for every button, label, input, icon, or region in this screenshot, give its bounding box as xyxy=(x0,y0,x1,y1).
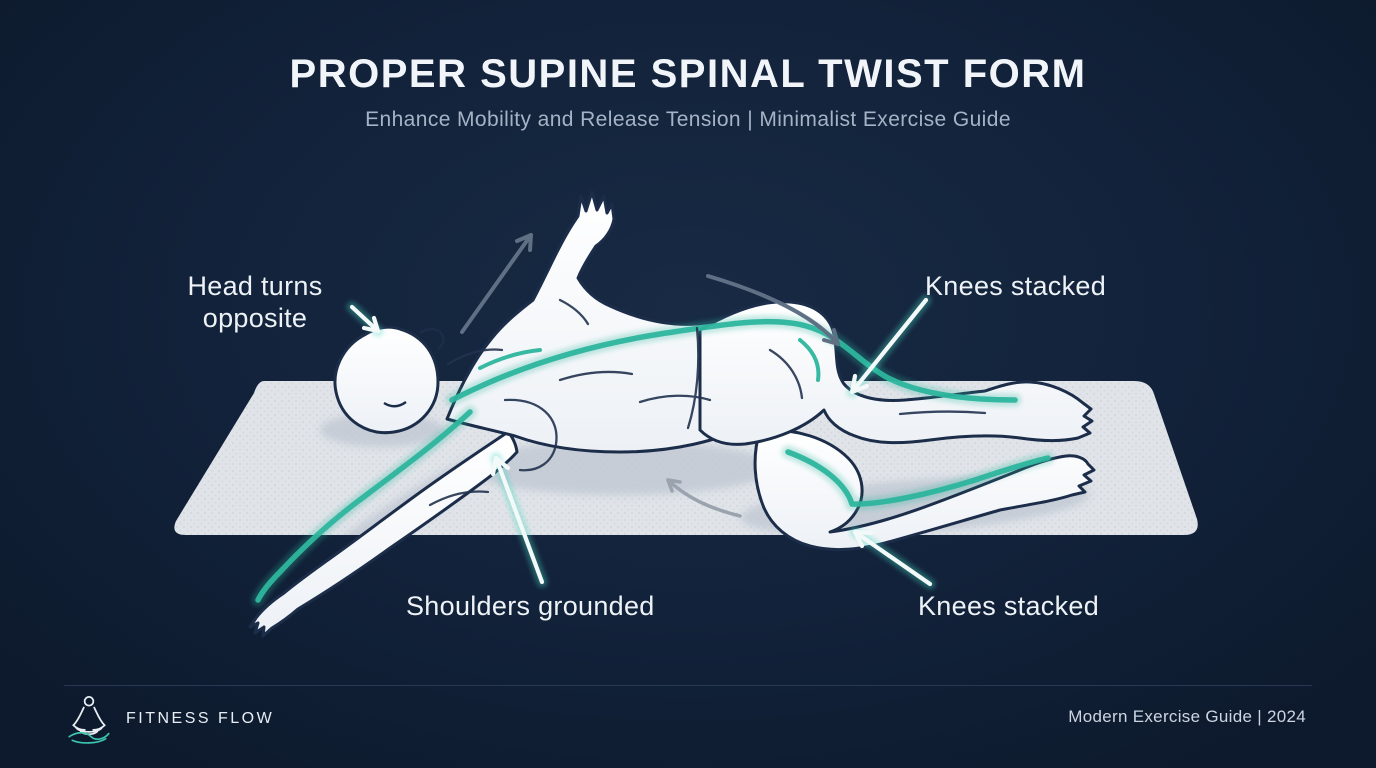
meditation-pose-icon xyxy=(68,696,110,744)
teal-accent-lines xyxy=(255,318,1051,603)
annotation-shoulders-grounded: Shoulders grounded xyxy=(406,591,655,621)
annotation-knees-stacked-top: Knees stacked xyxy=(925,271,1107,301)
figure-head xyxy=(333,325,445,435)
footer-divider xyxy=(64,685,1312,686)
gray-rotation-arrow-icon xyxy=(460,233,840,518)
teal-glow-arrow-icon xyxy=(349,297,933,587)
footer-credit: Modern Exercise Guide | 2024 xyxy=(1068,707,1306,726)
page-subtitle: Enhance Mobility and Release Tension | M… xyxy=(365,108,1011,131)
footer-brand-group: FITNESS FLOW xyxy=(66,694,274,744)
extended-arm xyxy=(248,430,519,638)
header: PROPER SUPINE SPINAL TWIST FORM Enhance … xyxy=(0,52,1376,132)
annotation-head-line1: Head turns xyxy=(187,271,323,301)
brand-name: FITNESS FLOW xyxy=(126,710,275,727)
annotation-head-line2: opposite xyxy=(202,302,308,333)
annotation-knees-stacked-bottom: Knees stacked xyxy=(918,591,1100,621)
annotation-head-turns: Head turns opposite xyxy=(170,271,340,335)
anatomy-detail-lines xyxy=(428,298,987,507)
page-title: PROPER SUPINE SPINAL TWIST FORM xyxy=(289,52,1087,96)
